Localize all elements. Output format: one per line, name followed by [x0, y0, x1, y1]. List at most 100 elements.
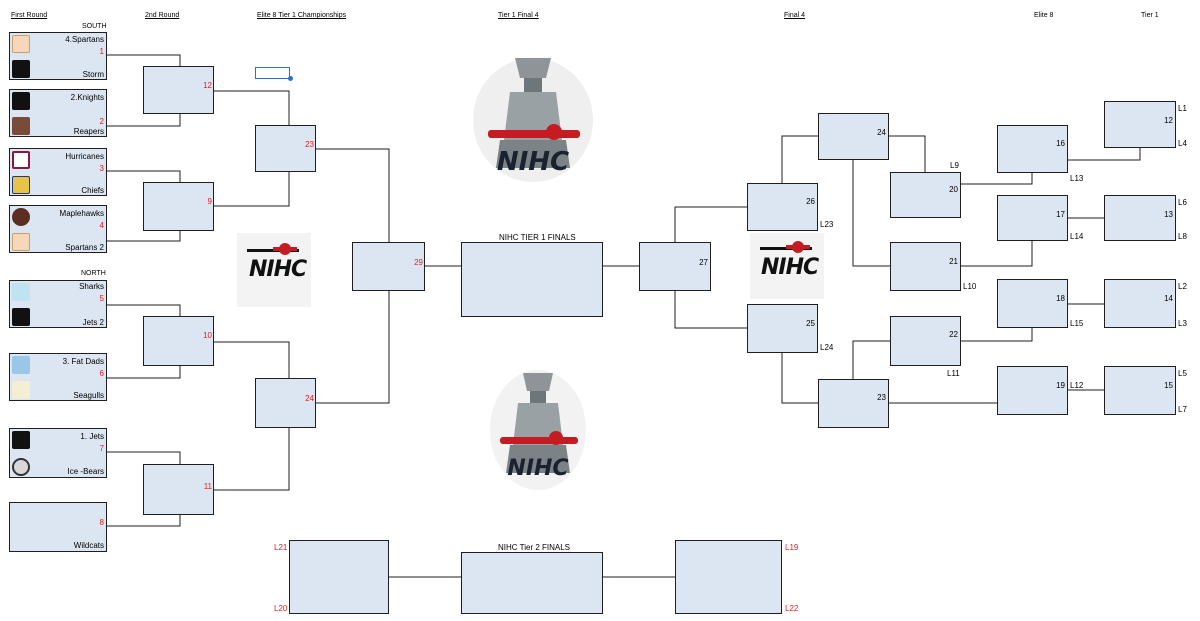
second-round-game-12[interactable]: 12: [143, 66, 214, 114]
tier1-game-14[interactable]: 14: [1104, 279, 1176, 328]
game-25[interactable]: 25: [747, 304, 818, 353]
tag-l23: L23: [820, 220, 834, 229]
trophy-icon: NIHC: [490, 370, 586, 490]
storm-logo-icon: [12, 60, 30, 78]
game-number: 26: [806, 197, 815, 206]
game-20[interactable]: 20: [890, 172, 961, 218]
game-17[interactable]: 17: [997, 195, 1068, 241]
game-18[interactable]: 18: [997, 279, 1068, 328]
team-bottom: Ice -Bears: [67, 467, 104, 476]
game-number: 23: [305, 140, 314, 149]
tag-l13: L13: [1070, 174, 1084, 183]
game-21[interactable]: 21: [890, 242, 961, 291]
second-round-game-11[interactable]: 11: [143, 464, 214, 515]
tier2-tag-l19: L19: [785, 543, 799, 552]
game-number: 8: [99, 518, 104, 527]
tier2-tag-l22: L22: [785, 604, 799, 613]
game-number: 19: [1056, 381, 1065, 390]
tier2-tag-l20: L20: [274, 604, 288, 613]
team-bottom: Reapers: [73, 127, 104, 136]
team-top: Maplehawks: [59, 209, 104, 218]
tag-l1: L1: [1178, 104, 1187, 113]
tier2-right-box[interactable]: [675, 540, 782, 614]
first-round-game-3[interactable]: Hurricanes 3 Chiefs: [9, 148, 107, 196]
jets-2-logo-icon: [12, 308, 30, 326]
game-number: 12: [203, 81, 212, 90]
tag-l12: L12: [1070, 381, 1084, 390]
svg-text:NIHC: NIHC: [507, 456, 568, 481]
tier2-finals-box[interactable]: [461, 552, 603, 614]
first-round-game-5[interactable]: Sharks 5 Jets 2: [9, 280, 107, 328]
tier2-left-box[interactable]: [289, 540, 389, 614]
selection-handle[interactable]: [288, 76, 293, 81]
tag-l14: L14: [1070, 232, 1084, 241]
game-27[interactable]: 27: [639, 242, 711, 291]
tier1-finals-label: NIHC TIER 1 FINALS: [499, 233, 576, 242]
game-number: 15: [1164, 381, 1173, 390]
game-26[interactable]: 26: [747, 183, 818, 231]
game-number: 14: [1164, 294, 1173, 303]
tag-l2: L2: [1178, 282, 1187, 291]
tier1-game-15[interactable]: 15: [1104, 366, 1176, 415]
tag-l6: L6: [1178, 198, 1187, 207]
tier1-finals-box[interactable]: [461, 242, 603, 317]
game-number: 10: [203, 331, 212, 340]
first-round-game-4[interactable]: Maplehawks 4 Spartans 2: [9, 205, 107, 253]
team-bottom: Wildcats: [73, 541, 104, 550]
sharks-logo-icon: [12, 283, 30, 301]
header-tier1-final4: Tier 1 Final 4: [498, 12, 539, 19]
tag-l4: L4: [1178, 139, 1187, 148]
game-22[interactable]: 22: [890, 316, 961, 366]
team-top: 1. Jets: [80, 432, 104, 441]
team-top: 4.Spartans: [65, 35, 104, 44]
game-number: 16: [1056, 139, 1065, 148]
game-number: 1: [99, 47, 104, 56]
knights-logo-icon: [12, 92, 30, 110]
game-number: 5: [99, 294, 104, 303]
first-round-game-7[interactable]: 1. Jets 7 Ice -Bears: [9, 428, 107, 478]
first-round-game-1[interactable]: 4.Spartans 1 Storm: [9, 32, 107, 80]
game-number: 4: [99, 221, 104, 230]
elite8-game-23[interactable]: 23: [255, 125, 316, 172]
game-number: 21: [949, 257, 958, 266]
game-number: 27: [699, 258, 708, 267]
game-16[interactable]: 16: [997, 125, 1068, 173]
region-north: NORTH: [81, 270, 106, 277]
team-bottom: Seagulls: [73, 391, 104, 400]
tier1-game-12[interactable]: 12: [1104, 101, 1176, 148]
team-top: Sharks: [79, 282, 104, 291]
game-number: 20: [949, 185, 958, 194]
first-round-game-8[interactable]: 8 Wildcats: [9, 502, 107, 552]
game-number: 2: [99, 117, 104, 126]
fat-dads-logo-icon: [12, 356, 30, 374]
team-bottom: Spartans 2: [65, 243, 104, 252]
nihc-trophy-logo-bottom: NIHC: [488, 365, 588, 495]
selected-cell[interactable]: [255, 67, 290, 79]
team-top: Hurricanes: [65, 152, 104, 161]
second-round-game-9[interactable]: 9: [143, 182, 214, 231]
team-bottom: Chiefs: [81, 186, 104, 195]
hockey-stick-icon: [247, 243, 299, 255]
hockey-stick-icon: [760, 241, 812, 253]
logo-text: NIHC: [761, 255, 819, 280]
region-south: SOUTH: [82, 23, 107, 30]
game-23-right[interactable]: 23: [818, 379, 889, 428]
semifinal-game-29[interactable]: 29: [352, 242, 425, 291]
game-number: 29: [414, 258, 423, 267]
game-number: 24: [305, 394, 314, 403]
game-number: 23: [877, 393, 886, 402]
tier1-game-13[interactable]: 13: [1104, 195, 1176, 241]
elite8-game-24[interactable]: 24: [255, 378, 316, 428]
second-round-game-10[interactable]: 10: [143, 316, 214, 366]
hurricanes-logo-icon: [12, 151, 30, 169]
game-19[interactable]: 19: [997, 366, 1068, 415]
first-round-game-2[interactable]: 2.Knights 2 Reapers: [9, 89, 107, 137]
game-24-right[interactable]: 24: [818, 113, 889, 160]
first-round-game-6[interactable]: 3. Fat Dads 6 Seagulls: [9, 353, 107, 401]
tag-l15: L15: [1070, 319, 1084, 328]
header-elite8: Elite 8: [1034, 12, 1054, 19]
game-number: 13: [1164, 210, 1173, 219]
game-number: 12: [1164, 116, 1173, 125]
game-number: 25: [806, 319, 815, 328]
seagulls-logo-icon: [12, 381, 30, 399]
